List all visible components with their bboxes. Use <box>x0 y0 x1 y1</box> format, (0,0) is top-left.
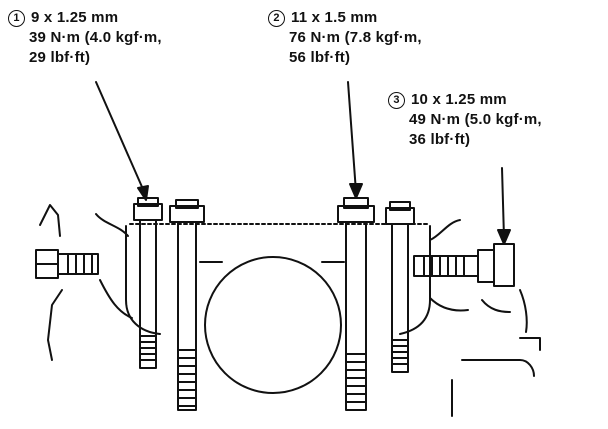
callout-2-torque-line2: 56 lbf·ft) <box>289 49 351 66</box>
callout-1-torque-line1: 39 N·m (4.0 kgf·m, <box>29 29 162 46</box>
right-housing <box>451 289 541 417</box>
callout-bolt-2: 2 11 x 1.5 mm 76 N·m (7.8 kgf·m, 56 lbf·f… <box>268 8 422 68</box>
bolt-side-right <box>385 201 415 373</box>
callout-bolt-3: 3 10 x 1.25 mm 49 N·m (5.0 kgf·m, 36 lbf·… <box>388 90 542 150</box>
callout-3-torque-line1: 49 N·m (5.0 kgf·m, <box>409 111 542 128</box>
bearing-cap <box>125 219 469 335</box>
leader-arrow-3 <box>501 167 505 239</box>
left-housing <box>39 204 133 361</box>
callout-1-torque-line2: 29 lbf·ft) <box>29 49 91 66</box>
bolt-side-left <box>169 199 205 411</box>
callout-2-torque-line1: 76 N·m (7.8 kgf·m, <box>289 29 422 46</box>
callout-number-1: 1 <box>8 10 25 27</box>
arrowhead-2 <box>349 183 363 199</box>
callout-2-thread: 11 x 1.5 mm <box>291 9 378 26</box>
bolt-1 <box>133 197 163 369</box>
arrowhead-1 <box>137 185 149 201</box>
arrowhead-3 <box>497 229 511 245</box>
callout-3-torque-line2: 36 lbf·ft) <box>409 131 471 148</box>
callout-1-thread: 9 x 1.25 mm <box>31 9 119 26</box>
callout-number-2: 2 <box>268 10 285 27</box>
callout-number-3: 3 <box>388 92 405 109</box>
left-side-bolt <box>35 249 99 279</box>
leader-arrow-2 <box>347 81 357 193</box>
bolt-2 <box>337 197 375 411</box>
leader-arrows <box>95 81 511 245</box>
bolt-3 <box>413 243 515 287</box>
leader-arrow-1 <box>95 81 147 197</box>
callout-3-thread: 10 x 1.25 mm <box>411 91 507 108</box>
crank-journal <box>204 256 342 394</box>
callout-bolt-1: 1 9 x 1.25 mm 39 N·m (4.0 kgf·m, 29 lbf·f… <box>8 8 162 68</box>
